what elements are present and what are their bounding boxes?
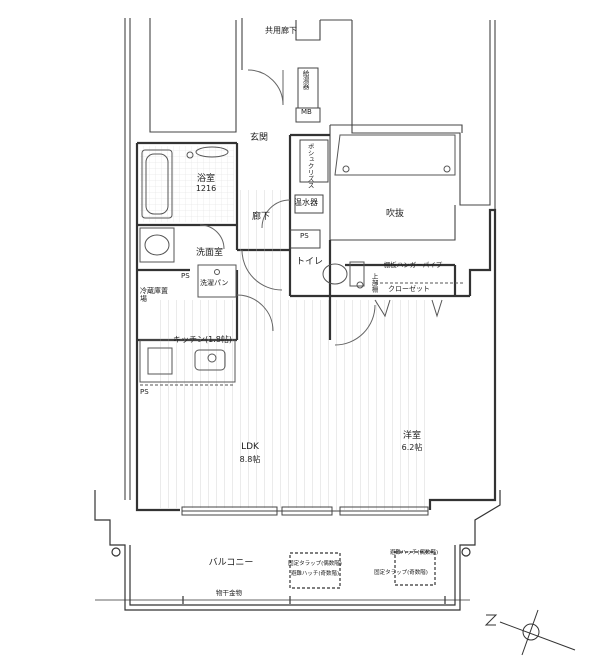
void-area	[334, 134, 456, 176]
balcony-label: バルコニー	[208, 558, 254, 568]
common-corridor-label: 共用廊下	[265, 26, 297, 35]
bathroom-size-label: 1216	[195, 184, 217, 193]
upper-shelf-label: 上部棚	[370, 273, 379, 293]
hatch-odd-label: 避難ハッチ(奇数階)	[290, 571, 340, 577]
meter-box-label: 給湯器	[301, 70, 310, 90]
north-arrow-icon	[484, 609, 576, 656]
western-floor	[335, 300, 430, 510]
entrance-label: 玄関	[250, 133, 269, 143]
water-heater-label: 温水器	[294, 198, 318, 207]
kitchen-label: キッチン(1.8帖)	[173, 335, 232, 344]
ps-kitchen-label: PS	[140, 388, 149, 396]
western-room-label: 洋室	[402, 431, 422, 441]
ldk-label: LDK	[241, 442, 259, 452]
corridor-label: 廊下	[252, 212, 271, 222]
ps-corridor-label: PS	[300, 232, 309, 240]
shelf-hanger-label: 棚板ハンガーパイプ	[383, 261, 443, 269]
ladder-even-label: 固定タラップ(偶数階)	[288, 561, 342, 567]
bathtub	[141, 146, 229, 219]
closet	[374, 282, 465, 318]
clothes-hardware-label: 物干金物	[216, 589, 242, 597]
balcony-outline	[94, 490, 501, 611]
windows	[181, 506, 429, 516]
doors	[199, 69, 376, 346]
hatch-even-label: 避難ハッチ(偶数階)	[389, 550, 439, 556]
ldk-floor	[155, 300, 330, 508]
ps-wash-label: PS	[181, 272, 190, 280]
ldk-size-label: 8.8帖	[239, 455, 261, 464]
corridor-floor	[240, 190, 288, 330]
entrance-storage	[289, 67, 329, 249]
closet-label: クローゼット	[388, 285, 430, 293]
toilet-fixture	[322, 261, 365, 289]
toilet-label: トイレ	[296, 257, 324, 267]
washbasin	[139, 227, 175, 263]
bathroom-label: 浴室	[196, 174, 216, 184]
kitchen-counter	[139, 339, 236, 386]
bath-floor	[140, 146, 234, 222]
washing-pan	[197, 264, 237, 298]
western-size-label: 6.2帖	[401, 443, 423, 452]
building-outline	[124, 18, 496, 500]
fridge-label: 冷蔵庫置場	[140, 287, 168, 303]
ladder-odd-label: 固定タラップ(奇数階)	[374, 570, 428, 576]
shoe-closet-label: ボシュクリズス	[306, 143, 315, 189]
washing-pan-label: 洗濯パン	[200, 279, 229, 287]
void-label: 吹抜	[386, 209, 405, 219]
mb-label: MB	[301, 108, 312, 116]
washroom-label: 洗面室	[196, 248, 224, 258]
